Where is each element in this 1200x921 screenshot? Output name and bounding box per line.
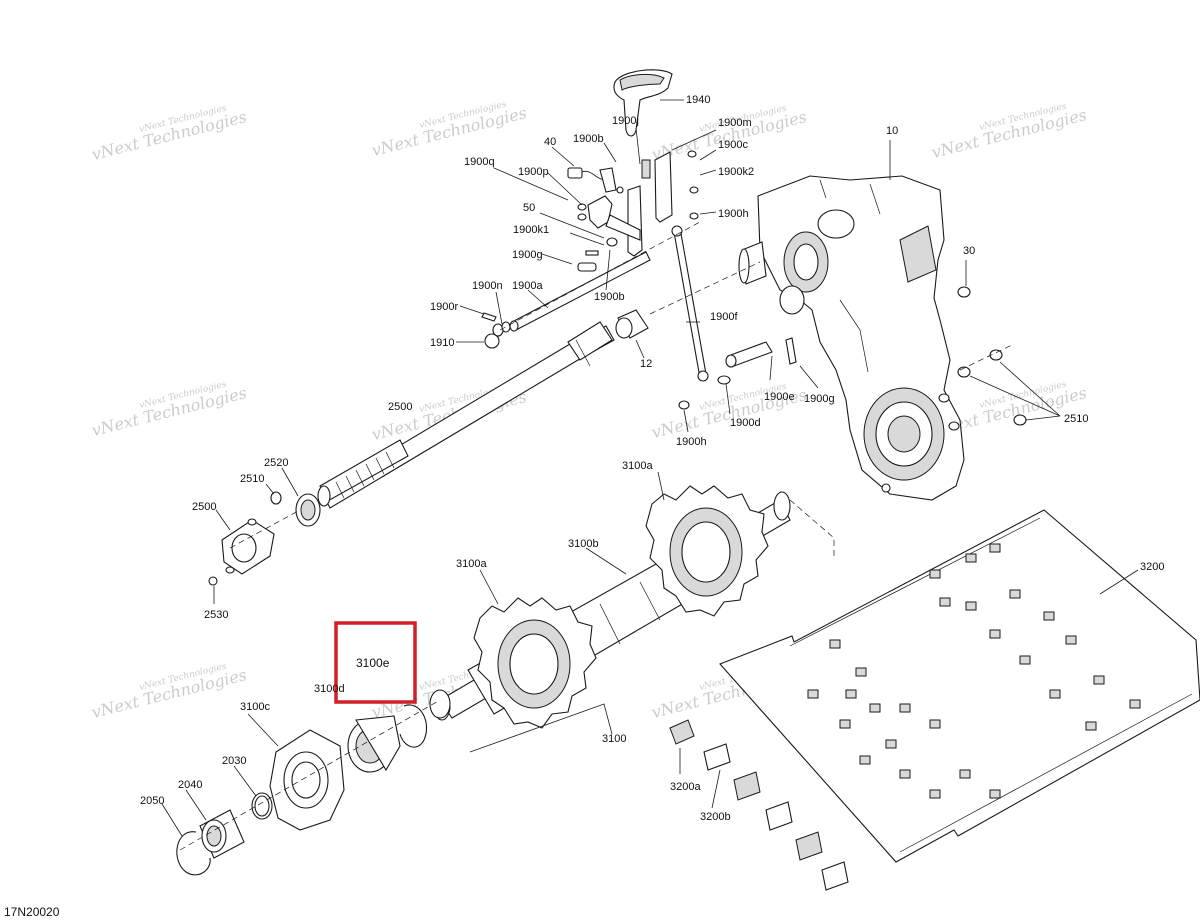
label-3100a-left: 3100a bbox=[456, 558, 487, 570]
watermark: vNext Technologies bbox=[930, 105, 1089, 162]
label-2500-shaft: 2500 bbox=[388, 401, 412, 413]
label-1900h-top: 1900h bbox=[718, 208, 749, 220]
watermark: vNext Technologies bbox=[650, 107, 809, 164]
flange-2500[interactable] bbox=[221, 518, 275, 575]
rod-washers[interactable] bbox=[481, 312, 511, 349]
circlip-2050[interactable] bbox=[176, 831, 211, 876]
label-2530: 2530 bbox=[204, 609, 228, 621]
label-1900g-mid: 1900g bbox=[804, 393, 835, 405]
label-1900c: 1900c bbox=[718, 139, 748, 151]
label-3200a: 3200a bbox=[670, 781, 701, 793]
label-1900e: 1900e bbox=[764, 391, 795, 403]
label-1940: 1940 bbox=[686, 94, 710, 106]
bolt-2530[interactable] bbox=[208, 576, 218, 586]
pin-1900g[interactable] bbox=[785, 337, 797, 365]
label-1900p: 1900p bbox=[518, 166, 549, 178]
label-3100b: 3100b bbox=[568, 538, 599, 550]
label-2510-right: 2510 bbox=[1064, 413, 1088, 425]
label-1900h-mid: 1900h bbox=[676, 436, 707, 448]
label-40: 40 bbox=[544, 136, 556, 148]
label-1900k1: 1900k1 bbox=[513, 224, 549, 236]
label-2040: 2040 bbox=[178, 779, 202, 791]
switch-40[interactable] bbox=[567, 167, 583, 179]
label-1900a: 1900a bbox=[512, 280, 543, 292]
sprocket-3100a-left[interactable] bbox=[473, 597, 597, 729]
label-3200: 3200 bbox=[1140, 561, 1164, 573]
label-3100d: 3100d bbox=[314, 683, 345, 695]
pin-1900e[interactable] bbox=[725, 341, 773, 368]
label-1900n: 1900n bbox=[472, 280, 503, 292]
clips-3200a-3200b[interactable] bbox=[669, 719, 849, 891]
diagram-code: 17N20020 bbox=[4, 905, 60, 919]
label-1910: 1910 bbox=[430, 337, 454, 349]
track-clips-pattern bbox=[807, 543, 1141, 799]
label-3100a-top: 3100a bbox=[622, 460, 653, 472]
drive-shaft[interactable] bbox=[317, 321, 615, 509]
small-hardware[interactable] bbox=[567, 150, 699, 272]
coupler-2040[interactable] bbox=[199, 809, 245, 859]
gearbox-housing-10[interactable] bbox=[738, 175, 965, 501]
part-labels: 1940 1900j 1900m 1900c 1900b 40 1900q 19… bbox=[140, 94, 1164, 823]
watermark: vNext Technologies bbox=[90, 665, 249, 722]
label-1900d: 1900d bbox=[730, 417, 761, 429]
label-50: 50 bbox=[523, 202, 535, 214]
label-3100c: 3100c bbox=[240, 701, 270, 713]
watermark: vNext Technologies bbox=[370, 103, 529, 160]
hardware-1900d-1900h[interactable] bbox=[678, 375, 731, 410]
label-1900f: 1900f bbox=[710, 311, 738, 323]
highlight-box bbox=[334, 621, 417, 704]
shift-linkage-plates[interactable] bbox=[587, 151, 673, 257]
label-2500: 2500 bbox=[192, 501, 216, 513]
label-12: 12 bbox=[640, 358, 652, 370]
ring-2030[interactable] bbox=[251, 792, 273, 820]
label-1900g-top: 1900g bbox=[512, 249, 543, 261]
label-2050: 2050 bbox=[140, 795, 164, 807]
label-2030: 2030 bbox=[222, 755, 246, 767]
label-3100e: 3100e bbox=[356, 656, 390, 670]
label-10: 10 bbox=[886, 125, 898, 137]
label-3200b: 3200b bbox=[700, 811, 731, 823]
label-30: 30 bbox=[963, 245, 975, 257]
track-3200[interactable] bbox=[719, 509, 1200, 863]
seal-3100e-inner[interactable] bbox=[429, 689, 451, 719]
label-2520: 2520 bbox=[264, 457, 288, 469]
label-1900q: 1900q bbox=[464, 156, 495, 168]
leader-lines bbox=[161, 99, 1139, 837]
sprocket-3100a-right[interactable] bbox=[645, 485, 769, 617]
shift-rod-1900f[interactable] bbox=[671, 225, 709, 382]
label-1900j: 1900j bbox=[612, 115, 639, 127]
label-2510-left: 2510 bbox=[240, 473, 264, 485]
axis-dashed-lines bbox=[179, 221, 1013, 851]
label-1900m: 1900m bbox=[718, 117, 752, 129]
bearing-3100d[interactable] bbox=[347, 715, 401, 773]
label-1900r: 1900r bbox=[430, 301, 458, 313]
retaining-ring-3100e[interactable] bbox=[399, 704, 428, 748]
shift-lever-handle-1940[interactable] bbox=[613, 69, 673, 137]
watermark: vNext Technologies bbox=[90, 383, 249, 440]
bearing-housing-3100c[interactable] bbox=[269, 729, 345, 831]
bushing-12[interactable] bbox=[615, 309, 649, 339]
label-1900b-mid: 1900b bbox=[594, 291, 625, 303]
label-1900k2: 1900k2 bbox=[718, 166, 754, 178]
label-3100: 3100 bbox=[602, 733, 626, 745]
label-1900b-top: 1900b bbox=[573, 133, 604, 145]
seal-2510[interactable] bbox=[270, 491, 282, 505]
watermark: vNext Technologies bbox=[90, 107, 249, 164]
bearing-2520[interactable] bbox=[295, 493, 321, 527]
